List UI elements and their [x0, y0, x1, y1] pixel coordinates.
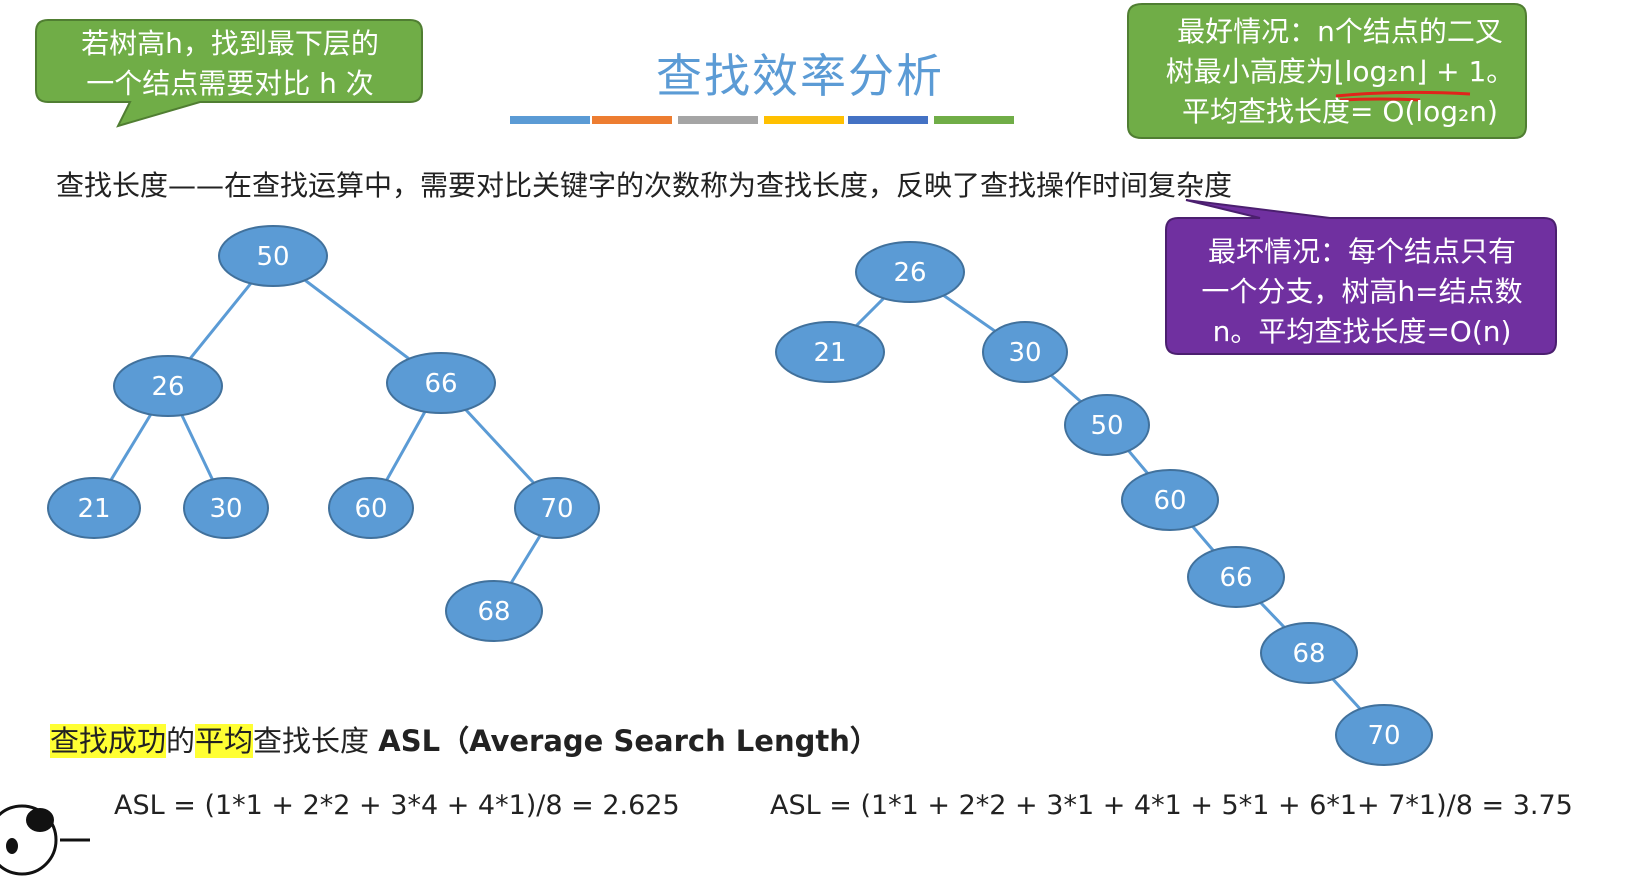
- callout-left-line1: 若树高h，找到最下层的: [81, 27, 379, 60]
- left-tree-node-shape: [386, 352, 496, 414]
- left-tree-node-label: 21: [77, 494, 110, 524]
- right-tree-node-26: 26: [855, 241, 965, 303]
- callout-left-shape: [35, 19, 423, 128]
- callout-best-line2: 树最小高度为⌊log₂n⌋ + 1。: [1165, 55, 1515, 88]
- callout-best-line1: 最好情况：n个结点的二叉: [1177, 15, 1503, 48]
- right-tree-node-68: 68: [1260, 622, 1358, 684]
- right-tree-node-60: 60: [1121, 469, 1219, 531]
- left-tree-node-68: 68: [445, 580, 543, 642]
- right-tree-node-label: 68: [1292, 639, 1325, 669]
- callout-best-shape: [1127, 3, 1527, 139]
- right-tree-node-label: 50: [1090, 411, 1123, 441]
- left-tree-node-shape: [445, 580, 543, 642]
- right-tree-node-shape: [1064, 394, 1150, 456]
- right-tree-node-70: 70: [1335, 704, 1433, 766]
- color-bar-2: [592, 116, 672, 124]
- asl-heading: 查找成功的平均查找长度 ASL（Average Search Length）: [50, 718, 879, 760]
- asl-formula-balanced: ASL = (1*1 + 2*2 + 3*4 + 4*1)/8 = 2.625: [114, 790, 680, 821]
- red-underline-annotation: [1335, 90, 1471, 102]
- asl-heading-success: 查找成功: [50, 724, 167, 758]
- left-tree-node-label: 50: [256, 242, 289, 272]
- right-tree-node-shape: [1335, 704, 1433, 766]
- asl-heading-length: 查找长度: [253, 724, 379, 758]
- right-tree-node-shape: [1121, 469, 1219, 531]
- right-tree-node-label: 21: [813, 338, 846, 368]
- left-tree-node-60: 60: [328, 477, 414, 539]
- left-tree-node-label: 30: [209, 494, 242, 524]
- right-tree-node-label: 26: [893, 258, 926, 288]
- right-tree-node-30: 30: [982, 321, 1068, 383]
- right-tree-node-21: 21: [775, 321, 885, 383]
- left-tree-node-50: 50: [218, 225, 328, 287]
- left-tree-node-label: 26: [151, 372, 184, 402]
- right-tree-node-shape: [775, 321, 885, 383]
- asl-heading-abbrev: ASL（Average Search Length）: [378, 724, 879, 758]
- asl-formula-skewed: ASL = (1*1 + 2*2 + 3*1 + 4*1 + 5*1 + 6*1…: [770, 790, 1573, 821]
- left-tree-node-70: 70: [514, 477, 600, 539]
- right-tree-node-shape: [1260, 622, 1358, 684]
- left-tree-node-shape: [113, 355, 223, 417]
- left-tree-node-label: 66: [424, 369, 457, 399]
- callout-worst-shape: [1165, 199, 1557, 355]
- color-bar-3: [678, 116, 758, 124]
- right-tree-nodes: 26 21 30 50 60 66 68 70: [775, 241, 1433, 766]
- right-tree-node-50: 50: [1064, 394, 1150, 456]
- left-tree-node-label: 70: [540, 494, 573, 524]
- left-tree-node-shape: [218, 225, 328, 287]
- callout-worst-line2: 一个分支，树高h=结点数: [1201, 275, 1523, 308]
- right-tree-node-label: 70: [1367, 721, 1400, 751]
- left-tree-node-shape: [328, 477, 414, 539]
- color-bar-1: [510, 116, 590, 124]
- mascot-icon: [0, 804, 90, 876]
- page-title: 查找效率分析: [656, 49, 944, 103]
- callout-best-line3: 平均查找长度= O(log₂n): [1182, 95, 1498, 128]
- left-tree-edges: [92, 254, 559, 612]
- left-tree-nodes: 50 26 66 21 30 60 70 68: [47, 225, 600, 642]
- callout-worst-text: 最坏情况：每个结点只有 一个分支，树高h=结点数 n。平均查找长度=O(n): [1172, 232, 1552, 352]
- left-tree-node-shape: [47, 477, 141, 539]
- left-tree-node-shape: [183, 477, 269, 539]
- right-tree-node-shape: [1187, 546, 1285, 608]
- callout-worst-line1: 最坏情况：每个结点只有: [1207, 235, 1516, 268]
- callout-best-text: 最好情况：n个结点的二叉 树最小高度为⌊log₂n⌋ + 1。 平均查找长度= …: [1140, 12, 1540, 132]
- asl-heading-average: 平均: [195, 724, 254, 758]
- right-tree-node-label: 66: [1219, 563, 1252, 593]
- left-tree-node-21: 21: [47, 477, 141, 539]
- definition-text: 查找长度——在查找运算中，需要对比关键字的次数称为查找长度，反映了查找操作时间复…: [56, 169, 1233, 202]
- left-tree-node-label: 68: [477, 597, 510, 627]
- callout-left-text: 若树高h，找到最下层的 一个结点需要对比 h 次: [40, 24, 420, 104]
- right-tree-node-66: 66: [1187, 546, 1285, 608]
- right-tree-node-label: 60: [1153, 486, 1186, 516]
- left-tree-node-26: 26: [113, 355, 223, 417]
- color-bar-4: [764, 116, 844, 124]
- left-tree-node-label: 60: [354, 494, 387, 524]
- color-bar-6: [934, 116, 1014, 124]
- right-tree-node-shape: [855, 241, 965, 303]
- callout-left-line2: 一个结点需要对比 h 次: [86, 67, 374, 100]
- right-tree-node-label: 30: [1008, 338, 1041, 368]
- left-tree-node-66: 66: [386, 352, 496, 414]
- asl-heading-de: 的: [166, 724, 196, 758]
- right-tree-node-shape: [982, 321, 1068, 383]
- left-tree-node-shape: [514, 477, 600, 539]
- left-tree-node-30: 30: [183, 477, 269, 539]
- color-bar-5: [848, 116, 928, 124]
- callout-worst-line3: n。平均查找长度=O(n): [1212, 315, 1512, 348]
